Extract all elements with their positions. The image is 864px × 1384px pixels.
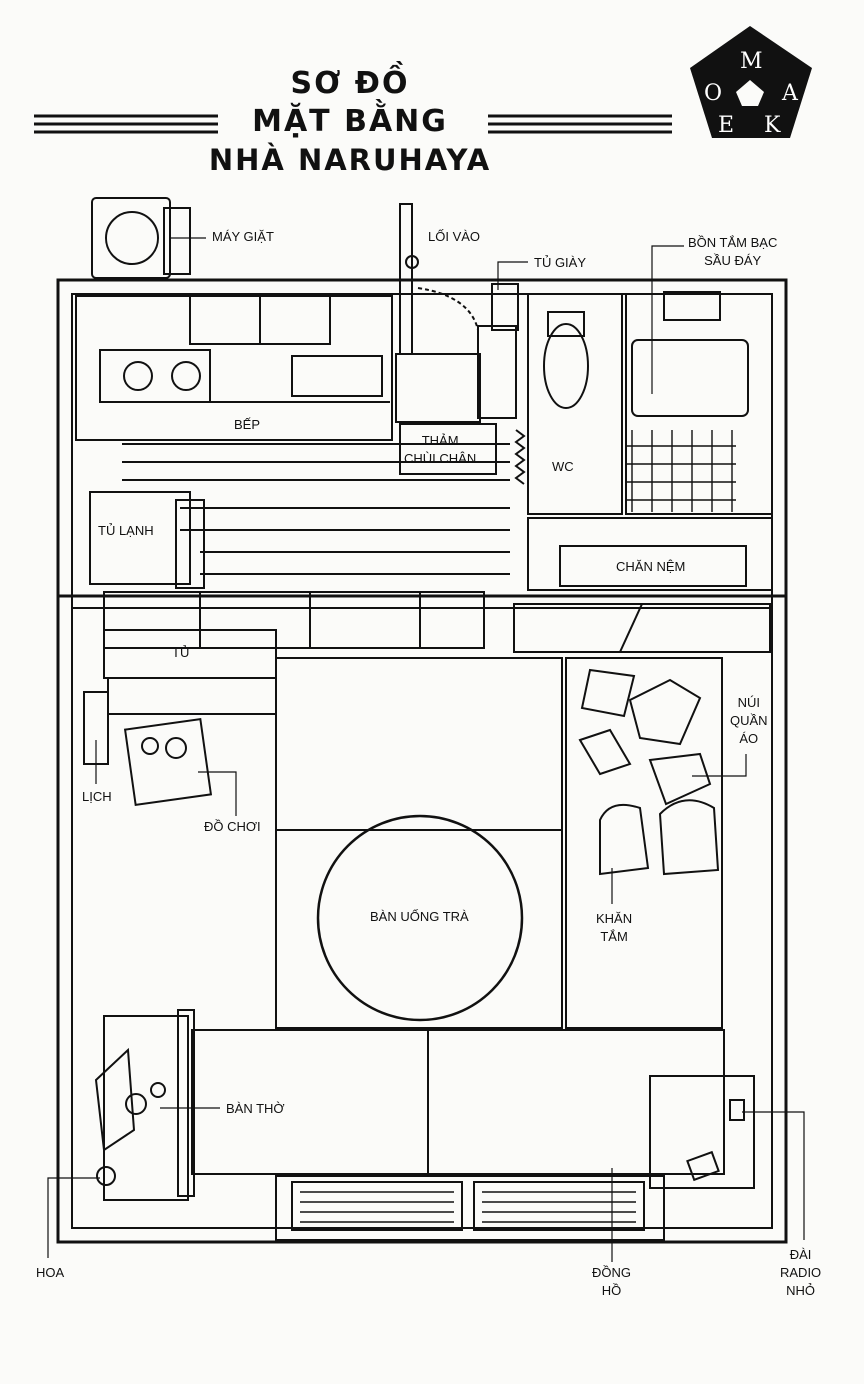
label-towel-line-1: KHĂN: [596, 911, 633, 926]
label-altar: BÀN THỜ: [226, 1101, 285, 1116]
label-bathtub-line-2: SẦU ĐÁY: [704, 253, 762, 268]
label-futon: CHĂN NỆM: [616, 559, 686, 574]
label-clothes-pile: NÚI QUẦN ÁO: [730, 694, 768, 748]
cabinet-icon: [103, 629, 277, 715]
inner-wall: [71, 293, 773, 1229]
label-clothes-line-2: QUẦN: [730, 713, 768, 728]
label-flower: HOA: [36, 1265, 65, 1280]
label-doormat: THẢM CHÙI CHÂN: [404, 432, 476, 468]
title-rule-right: [488, 114, 672, 134]
title-line-3: NHÀ NARUHAYA: [208, 143, 492, 177]
omake-logo: O M A E K: [690, 26, 812, 138]
label-clock: ĐỒNG HỒ: [592, 1264, 631, 1300]
label-towel-line-2: TẮM: [600, 929, 628, 944]
doormat-icon: [399, 423, 497, 475]
radio-table-icon: [649, 1075, 755, 1189]
bottom-doors: [275, 1175, 665, 1241]
label-clothes-line-1: NÚI: [737, 695, 760, 710]
sliding-doors: [103, 591, 771, 653]
shoe-cabinet-icon: [477, 283, 519, 419]
logo-letter-e: E: [718, 113, 734, 138]
fridge-icon: [89, 491, 205, 589]
label-clock-line-2: HỒ: [601, 1283, 622, 1298]
label-radio-line-3: NHỎ: [786, 1283, 816, 1298]
towel-icon: [599, 799, 720, 876]
futon-closet-icon: [527, 517, 773, 591]
kitchen-icon: [75, 293, 393, 441]
label-entrance: LỐI VÀO: [428, 229, 481, 244]
label-bathtub: BỒN TẮM BẠC SẦU ĐÁY: [688, 234, 777, 270]
tatami-mats: [191, 657, 725, 1175]
label-radio: ĐÀI RADIO NHỎ: [780, 1246, 821, 1300]
label-kitchen: BẾP: [234, 417, 261, 432]
leader-lines: [47, 237, 805, 1262]
label-bathtub-line-1: BỒN TẮM BẠC: [688, 235, 778, 250]
label-tea-table: BÀN UỐNG TRÀ: [370, 909, 469, 924]
clothes-pile-icon: [578, 668, 712, 806]
label-clothes-line-3: ÁO: [739, 731, 759, 746]
label-wc: WC: [552, 459, 574, 474]
label-fridge: TỦ LẠNH: [98, 523, 154, 538]
bathtub-icon: [625, 291, 773, 515]
logo-letter-k: K: [764, 113, 781, 138]
label-calendar: LỊCH: [82, 789, 112, 804]
outer-wall: [56, 278, 788, 1244]
title-line-2: MẶT BẰNG: [252, 104, 448, 139]
label-shoe-cabinet: TỦ GIÀY: [534, 255, 587, 270]
label-toys: ĐỒ CHƠI: [204, 819, 261, 834]
altar-icon: [94, 1009, 195, 1201]
step-floor: [122, 443, 510, 575]
label-doormat-line-2: CHÙI CHÂN: [404, 451, 477, 466]
logo-letter-a: A: [781, 81, 799, 106]
label-radio-line-1: ĐÀI: [789, 1247, 812, 1262]
label-radio-line-2: RADIO: [780, 1265, 822, 1280]
logo-letter-m: M: [740, 49, 763, 74]
label-cabinet: TỦ: [172, 645, 190, 660]
toys-icon: [123, 717, 213, 807]
logo-letter-o: O: [704, 81, 722, 106]
title-rule-left: [34, 114, 218, 134]
label-doormat-line-1: THẢM: [421, 433, 459, 448]
entrance-door-icon: [395, 203, 481, 423]
label-washing-machine: MÁY GIẶT: [212, 229, 274, 244]
wc-icon: [514, 293, 623, 515]
label-clock-line-1: ĐỒNG: [592, 1265, 631, 1280]
tea-table-icon: [316, 814, 524, 1022]
title-line-1: SƠ ĐỒ: [290, 66, 410, 101]
label-towel: KHĂN TẮM: [596, 910, 632, 946]
